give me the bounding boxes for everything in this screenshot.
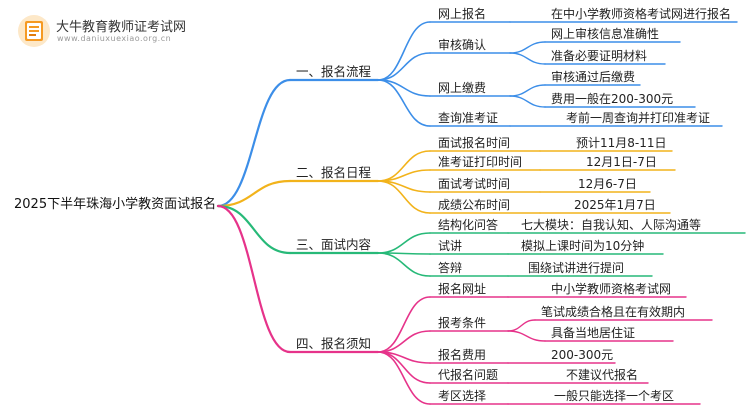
- leaf-label: 网上审核信息准确性: [551, 27, 660, 41]
- branch-line: [216, 78, 292, 208]
- leaf-connector: [507, 319, 536, 332]
- item-label: 面试考试时间: [438, 177, 511, 191]
- item-label: 准考证打印时间: [438, 155, 523, 169]
- item-connector: [377, 296, 431, 353]
- item-label: 考区选择: [438, 389, 487, 403]
- item-label: 试讲: [438, 239, 463, 253]
- leaf-label: 200-300元: [551, 348, 614, 362]
- leaf-label: 不建议代报名: [566, 368, 639, 382]
- leaf-label: 模拟上课时间为10分钟: [521, 239, 645, 253]
- leaf-label: 12月6-7日: [578, 177, 637, 191]
- leaf-label: 具备当地居住证: [551, 326, 636, 340]
- leaf-label: 笔试成绩合格且在有效期内: [541, 305, 686, 319]
- brand-url: www.daniuxuexiao.org.cn: [57, 34, 172, 43]
- leaf-label: 一般只能选择一个考区: [554, 389, 675, 403]
- item-connector: [377, 79, 431, 127]
- leaf-connector: [509, 52, 546, 65]
- item-label: 代报名问题: [438, 368, 499, 382]
- leaf-label: 考前一周查询并打印准考证: [566, 111, 711, 125]
- item-label: 报名费用: [438, 348, 487, 362]
- item-connector: [377, 330, 431, 353]
- leaf-label: 七大模块：自我认知、人际沟通等: [521, 218, 702, 232]
- item-label: 报考条件: [438, 316, 487, 330]
- item-connector: [377, 351, 431, 405]
- leaf-label: 12月1日-7日: [586, 155, 657, 169]
- leaf-connector: [507, 330, 546, 342]
- section-title: 四、报名须知: [296, 336, 372, 351]
- branch-line: [216, 204, 292, 354]
- item-label: 报名网址: [438, 282, 487, 296]
- leaf-label: 在中小学教师资格考试网进行报名: [551, 7, 732, 21]
- leaf-label: 中小学教师资格考试网: [551, 282, 672, 296]
- item-connector: [377, 232, 431, 254]
- leaf-connector: [509, 84, 546, 97]
- item-connector: [377, 252, 431, 277]
- item-connector: [377, 150, 431, 182]
- branch-line: [216, 204, 292, 255]
- book-icon: [18, 15, 50, 47]
- item-label: 成绩公布时间: [438, 198, 511, 212]
- leaf-connector: [509, 41, 546, 54]
- root-topic: 2025下半年珠海小学教资面试报名: [14, 197, 217, 212]
- leaf-label: 费用一般在200-300元: [551, 92, 674, 106]
- item-label: 答辩: [438, 261, 463, 275]
- section-title: 三、面试内容: [296, 237, 372, 252]
- leaf-label: 审核通过后缴费: [551, 70, 636, 84]
- brand-name: 大牛教育教师证考试网: [56, 20, 187, 35]
- item-label: 审核确认: [438, 38, 487, 52]
- section-title: 二、报名日程: [296, 165, 372, 180]
- leaf-label: 准备必要证明材料: [551, 49, 648, 63]
- item-connector: [377, 21, 431, 81]
- item-label: 网上报名: [438, 7, 487, 21]
- item-label: 结构化问答: [438, 218, 499, 232]
- leaf-label: 预计11月8-11日: [576, 136, 667, 150]
- branch-line: [216, 179, 292, 208]
- item-label: 网上缴费: [438, 81, 487, 95]
- leaf-label: 围绕试讲进行提问: [528, 261, 625, 275]
- leaf-label: 2025年1月7日: [574, 198, 656, 212]
- item-connector: [377, 180, 431, 214]
- item-label: 面试报名时间: [438, 136, 511, 150]
- item-label: 查询准考证: [438, 111, 499, 125]
- section-title: 一、报名流程: [296, 64, 372, 79]
- leaf-connector: [509, 95, 546, 108]
- item-connector: [377, 52, 431, 81]
